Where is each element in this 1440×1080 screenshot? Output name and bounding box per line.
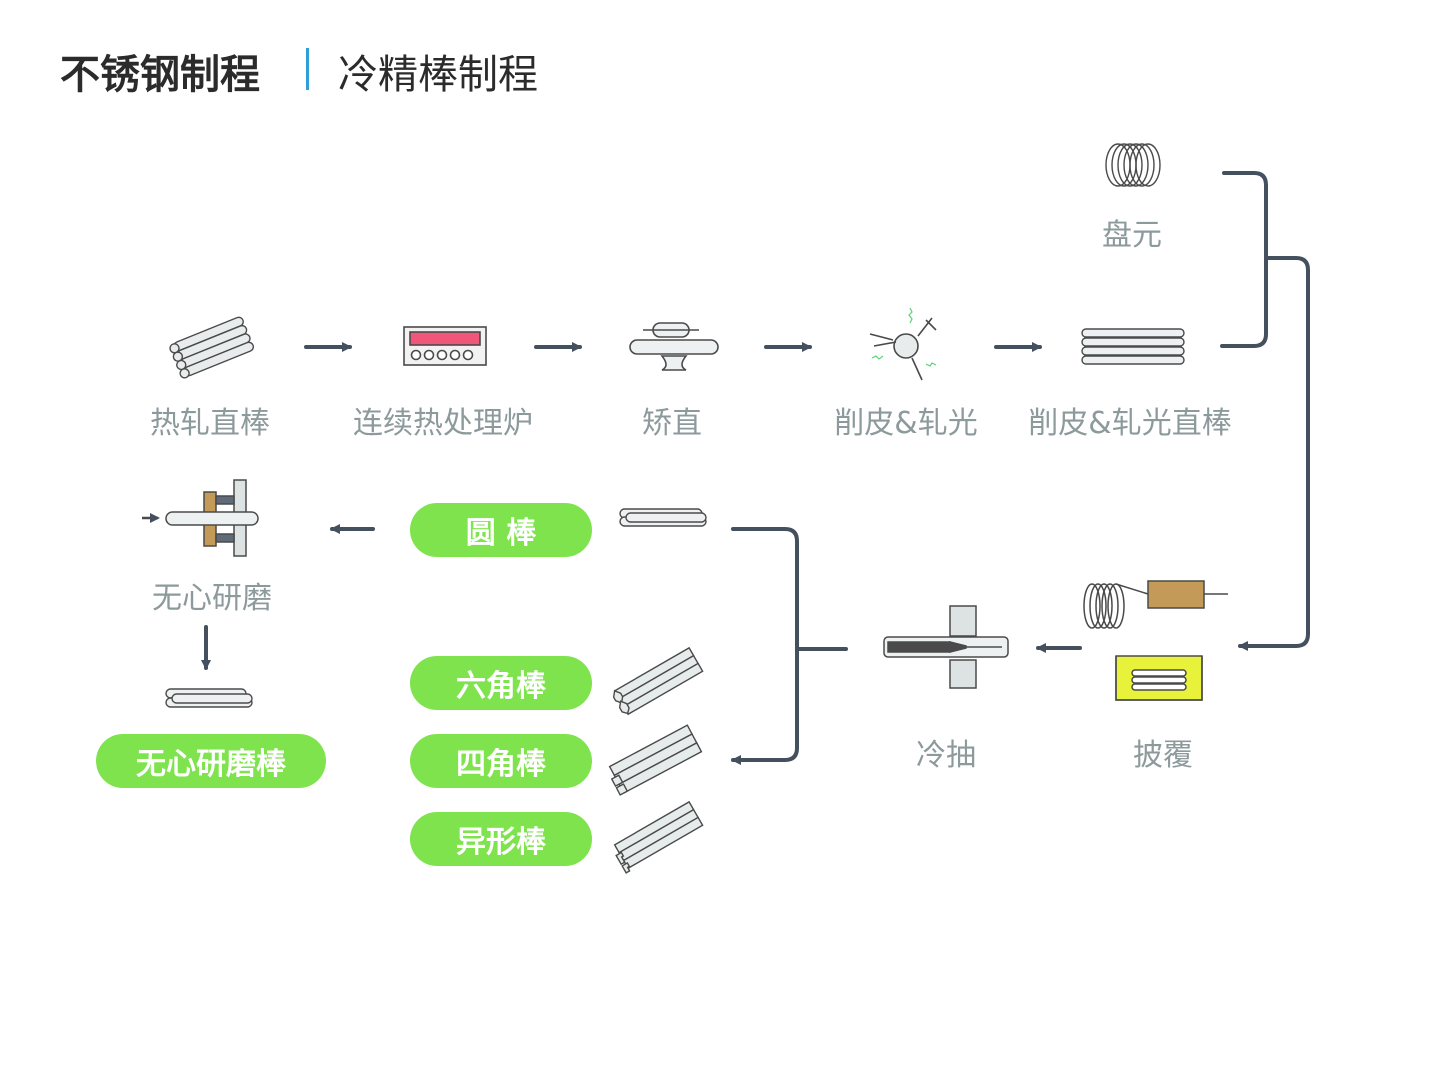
furnace-icon bbox=[403, 326, 487, 366]
product-pill-square: 四角棒 bbox=[410, 734, 592, 788]
step-label-wire-rod: 盘元 bbox=[1102, 218, 1162, 253]
drawing-die-icon bbox=[883, 605, 1009, 689]
connector-to-coating bbox=[1238, 256, 1310, 651]
step-label-hot-rolled-bar: 热轧直棒 bbox=[150, 406, 270, 441]
round-bar-icon bbox=[619, 508, 707, 527]
step-label-coating: 披覆 bbox=[1133, 738, 1193, 773]
straightener-icon bbox=[629, 322, 719, 371]
profile-bar-icon bbox=[613, 800, 704, 874]
coil-icon bbox=[1105, 143, 1161, 187]
product-pill-special: 异形棒 bbox=[410, 812, 592, 866]
bars-icon bbox=[1081, 328, 1185, 365]
ground-bar-icon bbox=[165, 688, 253, 708]
grinder-icon bbox=[142, 479, 259, 557]
coating-icon bbox=[1083, 580, 1228, 701]
page-title: 不锈钢制程 bbox=[60, 52, 260, 98]
product-pill-hexagonal: 六角棒 bbox=[410, 656, 592, 710]
step-label-furnace: 连续热处理炉 bbox=[353, 406, 533, 441]
peeling-icon bbox=[869, 307, 937, 381]
bracket-products bbox=[731, 527, 799, 765]
step-label-cold-drawing: 冷抽 bbox=[916, 738, 976, 773]
step-label-straightening: 矫直 bbox=[642, 406, 702, 441]
step-label-peeled-bar: 削皮&轧光直棒 bbox=[1028, 406, 1232, 441]
page-subtitle: 冷精棒制程 bbox=[338, 52, 538, 98]
bracket-wire-rod bbox=[1220, 171, 1268, 348]
product-pill-ground: 无心研磨棒 bbox=[96, 734, 326, 788]
bundle-icon bbox=[169, 316, 255, 379]
step-label-centerless-grinding: 无心研磨 bbox=[152, 581, 272, 616]
square-bar-icon bbox=[608, 724, 703, 796]
product-pill-round: 圆 棒 bbox=[410, 503, 592, 557]
step-label-peeling: 削皮&轧光 bbox=[834, 406, 978, 441]
hex-bar-icon bbox=[612, 646, 704, 716]
title-separator bbox=[306, 48, 309, 90]
